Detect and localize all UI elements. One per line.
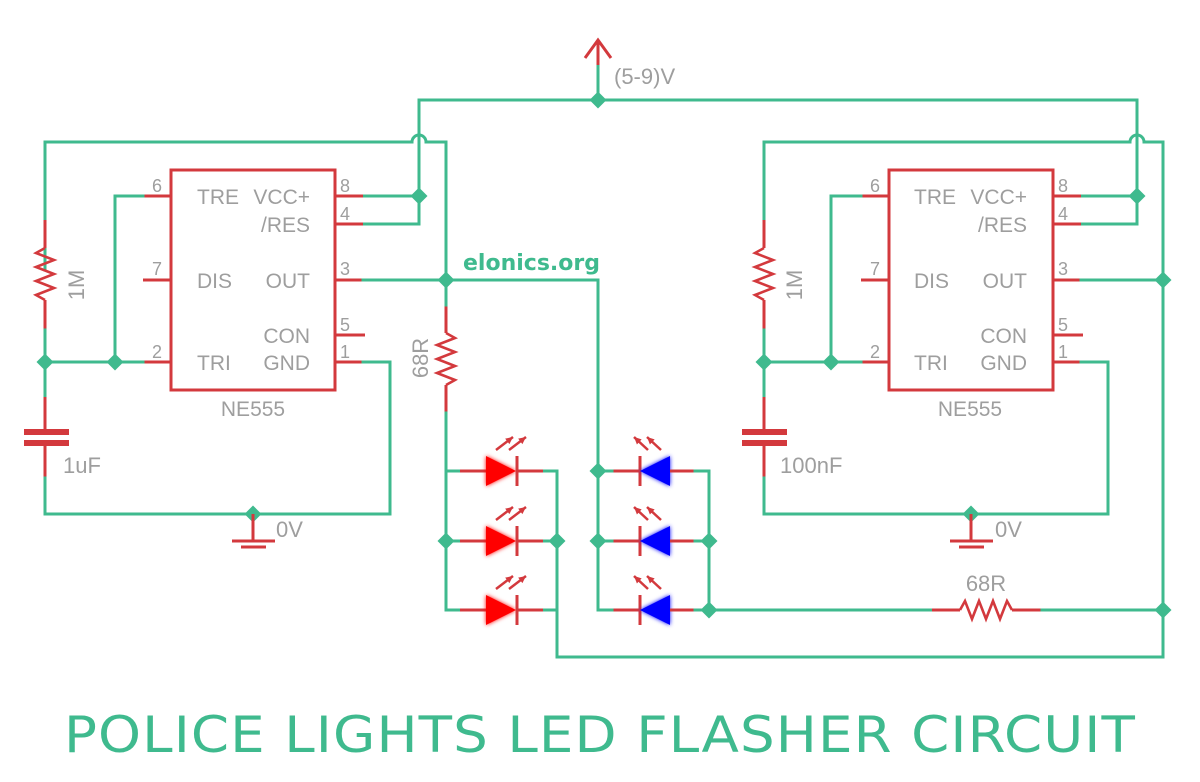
resistor-left-timing bbox=[32, 220, 58, 330]
pin-number: 7 bbox=[870, 259, 880, 279]
junction bbox=[1154, 271, 1172, 289]
pin-number: 7 bbox=[152, 259, 162, 279]
pin-number: 5 bbox=[340, 315, 350, 335]
wire-left-gnd bbox=[43, 360, 392, 516]
wire-left-vcc bbox=[361, 194, 421, 226]
ground-left-label: 0V bbox=[276, 517, 303, 542]
resistor-blue-leds-value: 68R bbox=[966, 571, 1006, 596]
pin-name: TRI bbox=[914, 352, 948, 375]
ground-symbol-left bbox=[232, 505, 275, 549]
pin-number: 8 bbox=[340, 176, 350, 196]
led-red bbox=[460, 575, 543, 625]
junction bbox=[589, 532, 607, 550]
junction bbox=[700, 532, 718, 550]
pin-number: 5 bbox=[1058, 315, 1068, 335]
pin-name: CON bbox=[263, 325, 310, 348]
resistor-red-leds-value: 68R bbox=[408, 338, 433, 378]
pin-number: 3 bbox=[1058, 259, 1068, 279]
pin-number: 6 bbox=[152, 176, 162, 196]
wire-left-out bbox=[361, 278, 600, 612]
resistor-right-timing bbox=[751, 220, 777, 330]
pin-name: GND bbox=[980, 352, 1027, 375]
pin-name: CON bbox=[980, 325, 1027, 348]
junction bbox=[822, 353, 840, 371]
pin-number: 2 bbox=[870, 342, 880, 362]
ground-symbol-right bbox=[950, 505, 993, 549]
vcc-rail bbox=[417, 98, 1139, 197]
wire-left-thr bbox=[113, 194, 145, 364]
diagram-title: POLICE LIGHTS LED FLASHER CIRCUIT bbox=[64, 706, 1136, 764]
pin-name: VCC+ bbox=[253, 186, 310, 209]
pin-number: 2 bbox=[152, 342, 162, 362]
resistor-left-timing-value: 1M bbox=[64, 270, 89, 301]
pin-number: 4 bbox=[340, 204, 350, 224]
pin-name: TRE bbox=[914, 186, 956, 209]
junction bbox=[410, 187, 428, 205]
pin-number: 1 bbox=[340, 342, 350, 362]
supply-label: (5-9)V bbox=[614, 64, 675, 89]
wire-right-top bbox=[762, 133, 1165, 612]
capacitor-right-timing bbox=[742, 360, 787, 478]
pin-number: 6 bbox=[870, 176, 880, 196]
pin-name: VCC+ bbox=[970, 186, 1027, 209]
led-red bbox=[460, 506, 543, 556]
junction bbox=[589, 462, 607, 480]
led-blue bbox=[612, 575, 695, 625]
junction bbox=[106, 353, 124, 371]
pin-name: TRE bbox=[197, 186, 239, 209]
pin-name: GND bbox=[263, 352, 310, 375]
capacitor-right-timing-value: 100nF bbox=[780, 453, 842, 478]
ic-left-part: NE555 bbox=[221, 398, 285, 421]
pin-name: TRI bbox=[197, 352, 231, 375]
resistor-blue-leds bbox=[932, 597, 1042, 623]
pin-number: 3 bbox=[340, 259, 350, 279]
ic-right-part: NE555 bbox=[938, 398, 1002, 421]
resistor-red-leds bbox=[433, 305, 459, 413]
wire-right-vcc bbox=[1079, 194, 1139, 226]
ground-right-label: 0V bbox=[995, 517, 1022, 542]
junction bbox=[548, 532, 566, 550]
wire-red-left-bus bbox=[444, 411, 462, 612]
watermark: elonics.org bbox=[463, 251, 600, 276]
wire-right-gnd bbox=[762, 360, 1110, 516]
led-red bbox=[460, 436, 543, 486]
pin-number: 1 bbox=[1058, 342, 1068, 362]
wire-right-thr bbox=[829, 194, 863, 364]
wire-red-right-bus bbox=[541, 469, 1165, 659]
pin-number: 8 bbox=[1058, 176, 1068, 196]
capacitor-left-timing-value: 1uF bbox=[63, 453, 101, 478]
capacitor-left-timing bbox=[24, 360, 69, 478]
pin-name: OUT bbox=[983, 270, 1028, 293]
junction bbox=[1128, 187, 1146, 205]
led-blue bbox=[612, 436, 695, 486]
pin-name: /RES bbox=[978, 214, 1027, 237]
pin-name: /RES bbox=[261, 214, 310, 237]
pin-name: DIS bbox=[914, 270, 949, 293]
wire-left-top bbox=[43, 133, 448, 282]
pin-name: DIS bbox=[197, 270, 232, 293]
supply-symbol bbox=[583, 37, 613, 109]
led-blue bbox=[612, 506, 695, 556]
pin-name: OUT bbox=[266, 270, 311, 293]
junction bbox=[437, 532, 455, 550]
resistor-right-timing-value: 1M bbox=[782, 270, 807, 301]
pin-number: 4 bbox=[1058, 204, 1068, 224]
